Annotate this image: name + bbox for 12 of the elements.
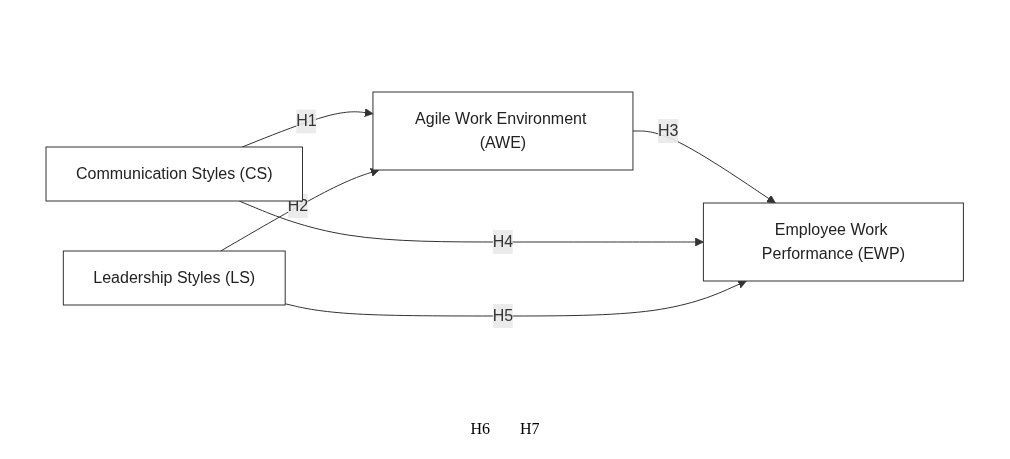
node-box: Employee Work Performance (EWP) xyxy=(703,202,965,282)
node-box: Leadership Styles (LS) xyxy=(63,250,286,306)
hypothesis-label: H7 xyxy=(520,420,540,438)
edge-label: H1 xyxy=(296,112,317,130)
edge-label: H4 xyxy=(493,233,514,250)
hypothesis-label: H6 xyxy=(470,420,490,438)
edge-label: H5 xyxy=(493,307,514,324)
node-box: Agile Work Environment (AWE) xyxy=(372,91,634,171)
arrow xyxy=(220,168,380,252)
edge-label: H3 xyxy=(658,122,679,139)
arrow xyxy=(285,280,747,317)
arrow xyxy=(632,130,777,204)
